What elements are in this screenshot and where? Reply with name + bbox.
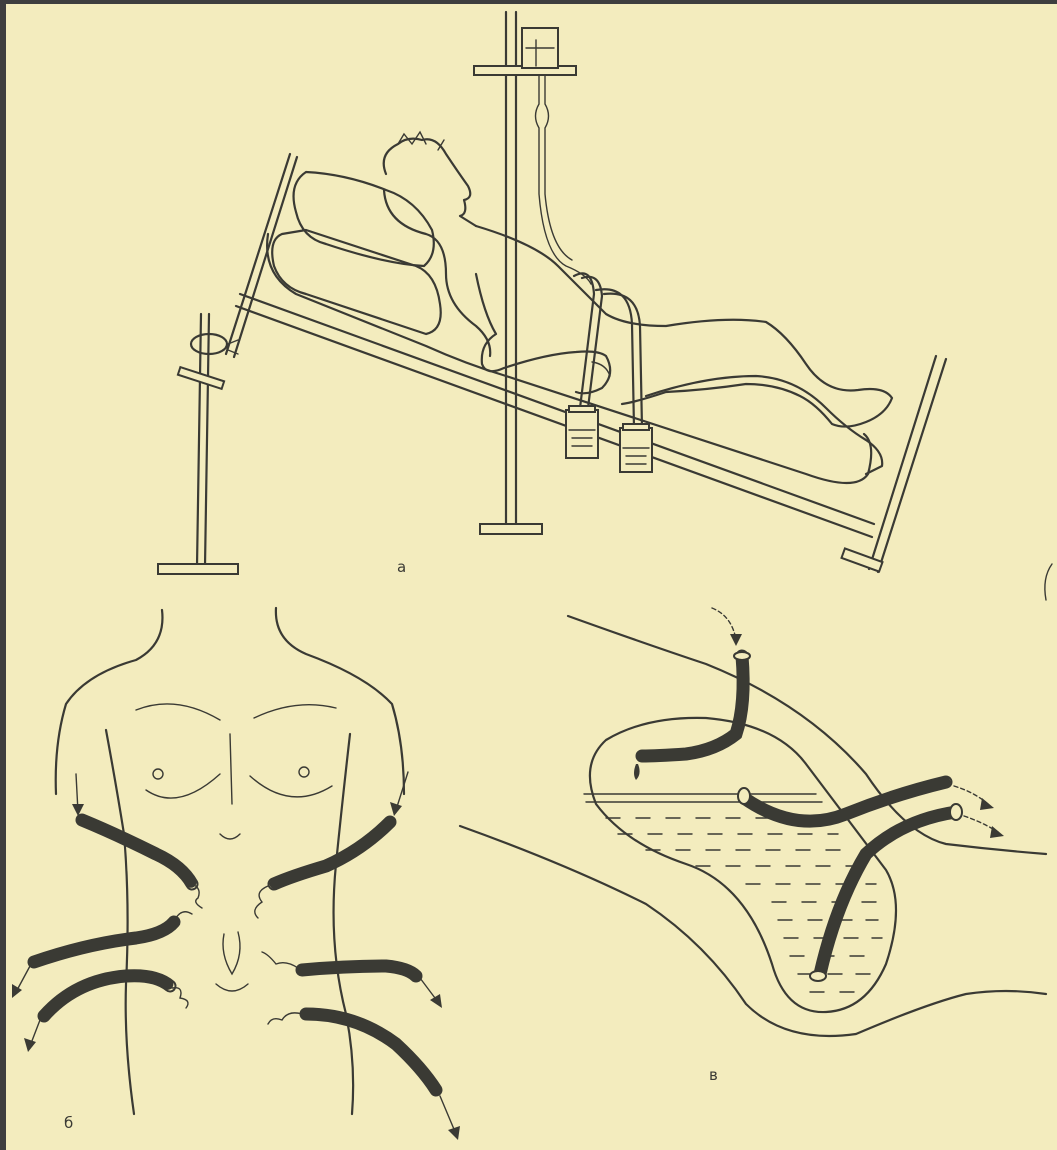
collection-jar-right xyxy=(620,424,652,472)
panel-v-cavity-drainage xyxy=(460,608,1046,1036)
drain-right-upper xyxy=(82,820,202,908)
outflow-tube-lower xyxy=(810,804,962,981)
panel-b-torso-drains xyxy=(12,608,460,1140)
inflow-tube xyxy=(634,652,750,780)
panel-label-a: а xyxy=(397,558,406,576)
collection-jar-left xyxy=(566,406,598,458)
panel-label-v: в xyxy=(709,1066,718,1084)
panel-a-bed-scene xyxy=(158,12,946,574)
drain-right-lower xyxy=(44,976,188,1016)
figure-frame: а xyxy=(6,4,1057,1150)
patient-figure xyxy=(384,132,892,474)
drain-left-upper xyxy=(255,822,390,918)
margin-mark xyxy=(1045,564,1052,600)
panel-label-b: б xyxy=(64,1114,73,1132)
drain-right-middle xyxy=(34,912,192,962)
drain-left-middle xyxy=(262,952,416,976)
abdominal-drainage-illustration: а xyxy=(6,4,1057,1150)
